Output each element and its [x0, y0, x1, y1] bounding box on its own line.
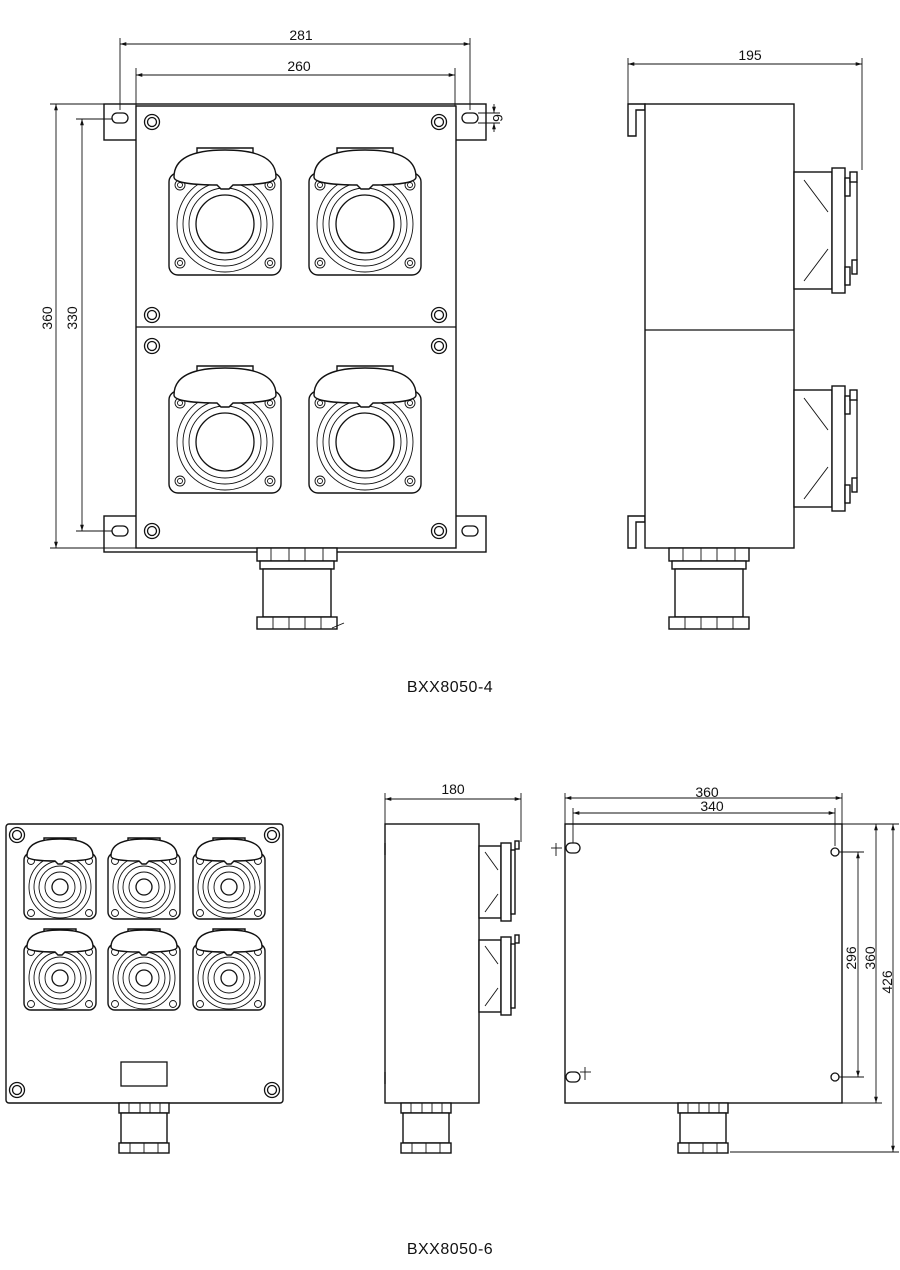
- dim-overall-height-6: 426: [879, 970, 895, 994]
- dim-depth-6: 180: [441, 781, 465, 797]
- dim-mount-height: 330: [64, 306, 80, 330]
- bxx8050-4-front-view: [103, 103, 487, 630]
- dim-hole-spacing: 296: [843, 946, 859, 970]
- bxx8050-6-side-dimensions: 180: [384, 781, 522, 842]
- bxx8050-6-side-view: [384, 823, 520, 1154]
- dim-body-width: 260: [287, 58, 311, 74]
- caption-bxx8050-4: BXX8050-4: [407, 679, 493, 696]
- bxx8050-6-back-view: [551, 823, 843, 1154]
- dim-overall-width: 281: [289, 27, 313, 43]
- caption-bxx8050-6: BXX8050-6: [407, 1241, 493, 1258]
- bxx8050-4-side-view: [627, 103, 858, 630]
- bxx8050-4-side-dimensions: 195: [627, 47, 863, 170]
- dim-overall-height: 360: [39, 306, 55, 330]
- bxx8050-6-front-view: [5, 823, 284, 1154]
- dim-mount-width: 340: [700, 798, 724, 814]
- dim-depth: 195: [738, 47, 762, 63]
- dim-body-height: 360: [862, 946, 878, 970]
- bxx8050-6-back-dimensions: 360 340 296 360 426: [564, 784, 899, 1153]
- bxx8050-4-front-dimensions: 281 260 360 330 9: [39, 27, 506, 549]
- dim-overall-width-6: 360: [695, 784, 719, 800]
- dim-slot-size: 9: [490, 114, 506, 122]
